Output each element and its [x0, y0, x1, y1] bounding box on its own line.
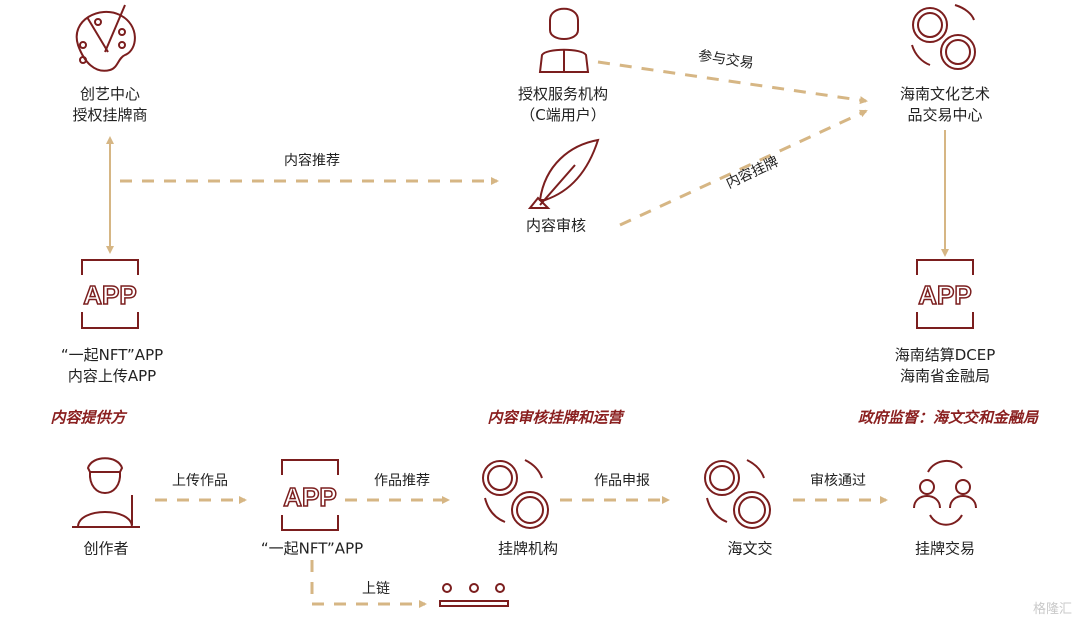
node-creator: 创作者 — [83, 539, 129, 558]
app-icon-text: APP — [283, 482, 336, 512]
blockchain-icon — [439, 583, 509, 607]
node-listing-agency: 挂牌机构 — [497, 539, 559, 558]
service-label: 授权服务机构（C端用户） — [517, 85, 609, 124]
service-person-icon — [538, 7, 590, 73]
node-hainan-exchange: 海文交 — [727, 539, 773, 558]
currency-exchange-icon — [704, 459, 771, 529]
arrow-label-upload: 上传作品 — [172, 473, 228, 489]
arrow-onchain — [310, 560, 427, 608]
exchange-label: 海南文化艺术品交易中心 — [899, 85, 991, 124]
arrow-label-recommend: 内容推荐 — [284, 153, 340, 169]
section-content-provider: 内容提供方 — [50, 408, 126, 427]
arrow-listing — [619, 109, 868, 227]
app-icon — [916, 259, 974, 329]
artist-icon — [72, 457, 140, 528]
currency-exchange-icon — [911, 4, 976, 70]
currency-exchange-icon — [482, 459, 549, 529]
section-government: 政府监督：海文交和金融局 — [857, 408, 1039, 427]
creative-center-label: 创艺中心授权挂牌商 — [72, 85, 148, 124]
node-listing-trade: 挂牌交易 — [914, 539, 976, 558]
app-icon-text: APP — [918, 280, 971, 310]
arrow-label-report: 作品申报 — [594, 473, 650, 489]
palette-icon — [75, 4, 136, 72]
node-app: “一起NFT”APP — [260, 539, 364, 558]
app-icon — [81, 259, 139, 329]
section-review-operation: 内容审核挂牌和运营 — [487, 408, 623, 427]
arrow-label-approve: 审核通过 — [810, 473, 866, 489]
watermark: 格隆汇 — [1032, 602, 1072, 617]
feather-pen-icon — [527, 138, 600, 209]
arrow-label-onchain: 上链 — [362, 581, 390, 597]
arrow-label-recommend-work: 作品推荐 — [374, 473, 430, 489]
arrow-trade — [597, 60, 868, 105]
app-icon — [281, 459, 339, 531]
app-icon-text: APP — [83, 280, 136, 310]
people-exchange-icon — [913, 460, 977, 526]
review-label: 内容审核 — [525, 216, 587, 235]
